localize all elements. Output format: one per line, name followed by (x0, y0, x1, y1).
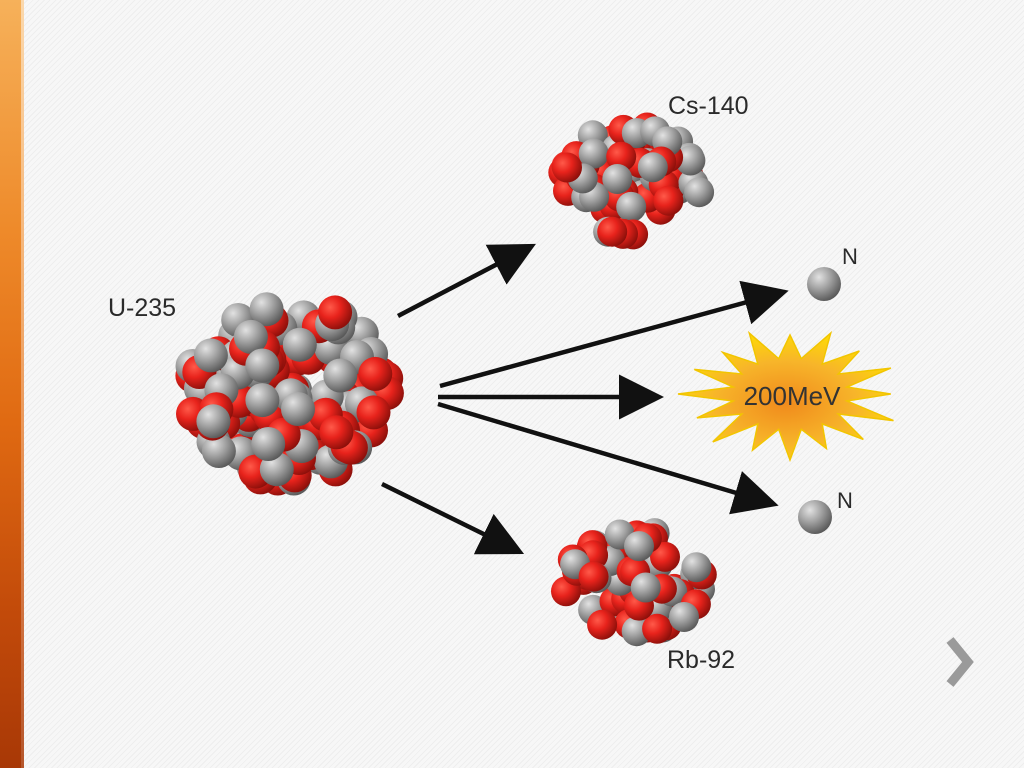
u235-neutron (196, 404, 231, 439)
rb92-proton (642, 613, 673, 644)
arrow-to-cs140 (396, 243, 536, 318)
energy-burst-icon (677, 330, 894, 463)
nucleus-u235 (175, 292, 404, 496)
u235-neutron (249, 292, 284, 327)
cs140-proton (653, 185, 684, 216)
u235-neutron (281, 392, 315, 426)
u235-neutron (323, 358, 358, 393)
u235-proton (319, 415, 354, 450)
arrows (381, 243, 789, 555)
chevron-right-icon (946, 637, 974, 687)
cs140-neutron (675, 145, 706, 176)
cs140-neutron (578, 138, 609, 169)
free-neutron-top (807, 267, 841, 301)
rb92-neutron (624, 531, 654, 562)
cs140-proton (552, 152, 582, 183)
nucleus-cs140 (548, 112, 715, 250)
u235-proton (358, 356, 393, 391)
label-neutron-bottom: N (837, 488, 853, 513)
u235-neutron (282, 327, 317, 362)
u235-proton (318, 295, 353, 330)
cs140-neutron (637, 152, 668, 183)
u235-neutron (233, 319, 268, 354)
label-rb92: Rb-92 (667, 646, 735, 674)
free-neutron-bottom (798, 500, 832, 534)
arrow-to-neutron-top (439, 280, 789, 389)
arrow-to-neutron-bottom (437, 401, 779, 515)
rb92-neutron (681, 552, 712, 583)
rb92-proton (578, 561, 609, 592)
cs140-proton (597, 216, 628, 247)
label-energy: 200MeV (744, 381, 841, 411)
cs140-proton (606, 141, 637, 172)
u235-neutron (251, 427, 286, 461)
u235-neutron (201, 434, 236, 468)
nucleus-rb92 (551, 518, 717, 647)
u235-neutron (245, 383, 280, 418)
label-neutron-top: N (842, 244, 858, 269)
next-slide-button[interactable] (938, 632, 982, 692)
cs140-neutron (684, 177, 715, 208)
cs140-neutron (616, 191, 647, 222)
label-u235: U-235 (108, 294, 176, 322)
label-cs140: Cs-140 (668, 92, 749, 120)
rb92-neutron (630, 572, 661, 603)
u235-proton (356, 395, 391, 430)
accent-side-bar (0, 0, 24, 768)
rb92-proton (587, 609, 618, 640)
arrow-to-rb92 (381, 481, 525, 555)
u235-neutron (193, 338, 228, 373)
rb92-neutron (669, 602, 699, 632)
u235-neutron (245, 348, 280, 383)
cs140-neutron (602, 164, 633, 194)
rb92-proton (650, 541, 680, 572)
